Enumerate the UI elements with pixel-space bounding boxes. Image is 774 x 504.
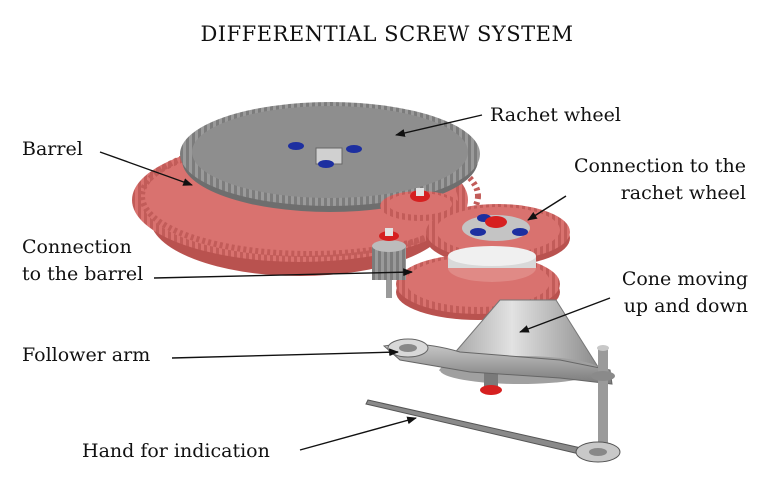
label-barrel: Barrel bbox=[22, 138, 83, 160]
label-line: Connection to the bbox=[574, 155, 746, 177]
arrow-rachet-wheel bbox=[395, 114, 483, 137]
jewel-icon bbox=[512, 228, 528, 236]
label-connection-rachet: Connection to the rachet wheel bbox=[574, 153, 746, 207]
arrow-connection-rachet bbox=[527, 195, 567, 221]
arrow-cone bbox=[519, 297, 611, 333]
arrow-connection-barrel bbox=[153, 268, 413, 279]
label-line: Cone moving bbox=[621, 268, 748, 290]
label-hand: Hand for indication bbox=[82, 440, 270, 462]
arrow-hand bbox=[299, 416, 417, 451]
indicator-hand bbox=[365, 399, 621, 463]
label-connection-barrel: Connection to the barrel bbox=[22, 234, 143, 288]
diagram-title: DIFFERENTIAL SCREW SYSTEM bbox=[200, 22, 574, 46]
jewel-icon bbox=[288, 142, 304, 150]
arrow-barrel bbox=[99, 151, 193, 186]
jewel-icon bbox=[470, 228, 486, 236]
connection-rachet-gear bbox=[380, 188, 460, 221]
jewel-icon bbox=[346, 145, 362, 153]
label-line: rachet wheel bbox=[620, 182, 746, 204]
label-cone: Cone moving up and down bbox=[622, 266, 748, 320]
label-follower-arm: Follower arm bbox=[22, 344, 151, 366]
screw-icon bbox=[480, 385, 502, 395]
label-line: Connection bbox=[22, 236, 132, 258]
arrow-follower-arm bbox=[171, 348, 399, 359]
leader-arrows bbox=[99, 114, 611, 451]
label-line: up and down bbox=[623, 295, 748, 317]
jewel-icon bbox=[318, 160, 334, 168]
barrel-pinion bbox=[372, 228, 406, 298]
label-rachet-wheel: Rachet wheel bbox=[490, 104, 621, 126]
screw-icon bbox=[485, 216, 507, 228]
label-line: to the barrel bbox=[22, 263, 144, 285]
